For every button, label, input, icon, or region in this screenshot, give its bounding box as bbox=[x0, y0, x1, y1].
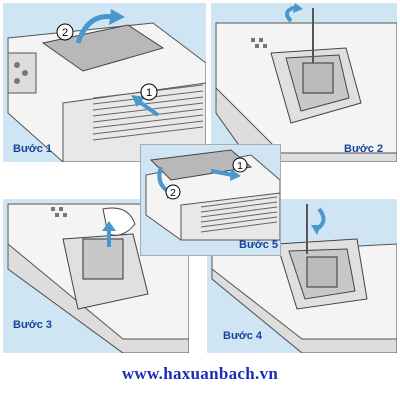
step-1-panel: 2 1 Bước 1 bbox=[3, 3, 206, 162]
step-1-illustration: 2 1 bbox=[7, 9, 206, 162]
step-5-marker-2-text: 2 bbox=[170, 188, 176, 199]
step-1-marker-1 bbox=[140, 83, 158, 101]
step-4-panel: Bước 4 bbox=[207, 199, 397, 353]
step-5-marker-1 bbox=[232, 157, 248, 173]
step-2-panel: Bước 2 bbox=[211, 3, 397, 162]
step-1-marker-1-text: 1 bbox=[146, 87, 152, 99]
step-1-marker-2 bbox=[56, 23, 74, 41]
step-3-label: Bước 3 bbox=[13, 319, 53, 331]
step-5-panel: 1 2 Bước 5 bbox=[140, 144, 281, 256]
step-1-marker-2-text: 2 bbox=[62, 27, 68, 39]
step-5-marker-1-text: 1 bbox=[237, 161, 243, 172]
website-url: www.haxuanbach.vn bbox=[121, 364, 279, 383]
step-4-illustration bbox=[211, 204, 397, 353]
step-5-marker-2 bbox=[165, 184, 181, 200]
step-4-label: Bước 4 bbox=[223, 330, 263, 342]
step-5-illustration: 1 2 bbox=[145, 149, 280, 241]
step-2-illustration bbox=[215, 3, 397, 162]
step-1-label: Bước 1 bbox=[13, 143, 53, 155]
step-2-label: Bước 2 bbox=[344, 143, 384, 155]
step-5-label: Bước 5 bbox=[239, 239, 279, 251]
